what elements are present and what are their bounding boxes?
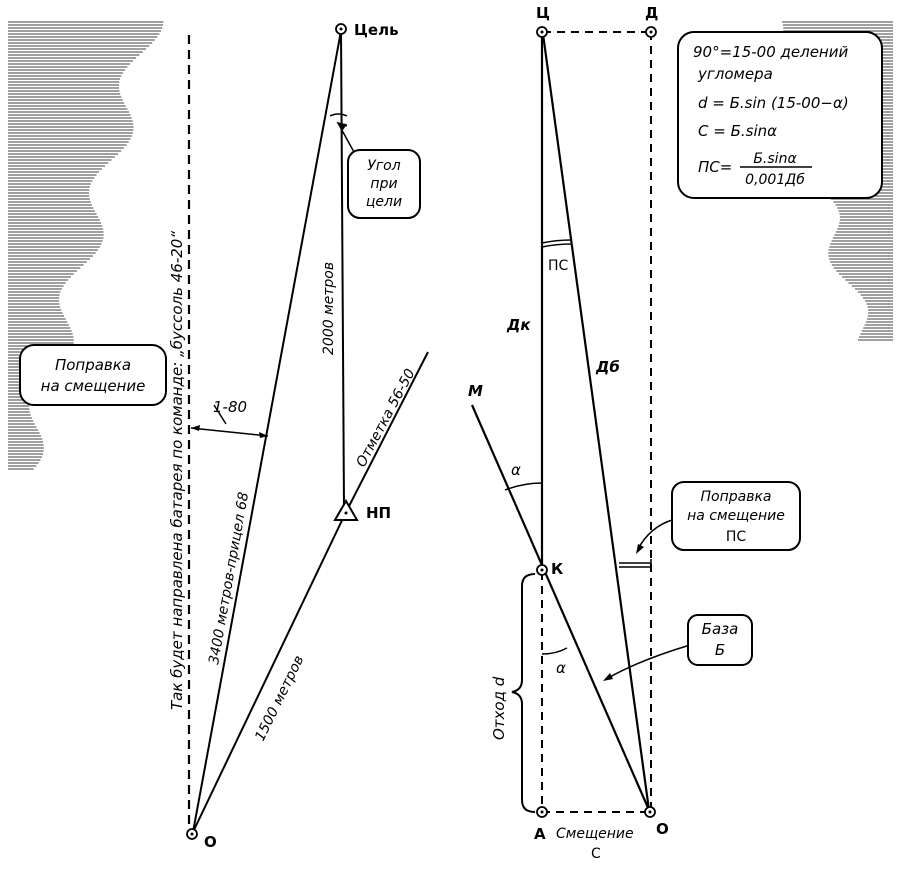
right-correction-box: Поправка на смещение ПС [671, 481, 801, 551]
formula-line2: угломера [697, 65, 773, 83]
point-o-marker [644, 806, 656, 818]
distance-2000-label: 2000 метров [321, 262, 337, 355]
distance-1500-label: 1500 метров [252, 653, 307, 744]
target-c-label: Ц [536, 4, 550, 22]
mark-label: Отметка 56-50 [353, 366, 418, 470]
right-correction-line1: Поправка [701, 489, 772, 505]
line-origin-op [192, 511, 347, 833]
correction-dimension [190, 427, 269, 437]
base-box-line1: База [702, 620, 739, 638]
formula-box: 90°=15-00 делений угломера d = Б.sin (15… [677, 31, 883, 199]
formula-line5-num: Б.sinα [753, 151, 797, 167]
origin-label: О [204, 833, 217, 851]
alpha-bottom-label: α [556, 659, 566, 677]
line-op-mark [345, 351, 429, 513]
point-a-marker [536, 806, 548, 818]
formula-line4: С = Б.sinα [698, 122, 777, 140]
angle-at-target-box: Угол при цели [347, 149, 421, 219]
correction-value: 1-80 [213, 398, 247, 416]
left-correction-box: Поправка на смещение [19, 344, 167, 406]
db-label: Дб [595, 358, 620, 376]
right-correction-line3: ПС [726, 529, 747, 545]
line-db [541, 33, 651, 811]
angle-box-line3: цели [366, 194, 402, 210]
point-k-marker [536, 564, 548, 576]
point-m-label: М [468, 382, 483, 400]
point-o-label: О [656, 820, 669, 838]
line-m-o [470, 404, 651, 811]
dk-label: Дк [506, 316, 531, 334]
op-label: НП [366, 504, 391, 522]
formula-line3: d = Б.sin (15-00−α) [698, 94, 849, 112]
left-correction-box-line2: на смещение [41, 377, 146, 395]
point-a-label: А [534, 825, 546, 843]
right-diagram: Ц Д К А О М Дк Дб ПС α α Отход d Смещени… [468, 4, 883, 862]
angle-at-target-arc [329, 113, 348, 117]
right-correction-line2: на смещение [687, 508, 785, 524]
angle-box-line2: при [370, 176, 397, 192]
target-marker [335, 23, 347, 35]
target-c-marker [536, 26, 548, 38]
left-hatched-area [8, 21, 164, 470]
shift-label: Смещение [556, 826, 634, 842]
point-k-label: К [551, 560, 564, 578]
point-d-marker [645, 26, 657, 38]
formula-line5-den: 0,001Дб [745, 172, 805, 188]
shift-c-label: С [591, 846, 601, 862]
angle-box-line1: Угол [367, 158, 400, 174]
origin-marker [186, 828, 198, 840]
offset-brace [511, 573, 536, 813]
offset-label: Отход d [490, 676, 508, 740]
left-diagram: Цель НП О Так будет направлена батарея п… [19, 21, 429, 851]
target-label: Цель [354, 21, 399, 39]
line-op-target [340, 30, 345, 509]
point-d-label: Д [645, 4, 658, 22]
left-correction-box-line1: Поправка [55, 356, 131, 374]
ps-angle-label: ПС [548, 258, 569, 274]
battery-direction-text: Так будет направлена батарея по команде:… [168, 231, 186, 710]
base-box: База Б [687, 614, 753, 666]
formula-line5-lhs: ПС= [698, 158, 732, 176]
formula-line1: 90°=15-00 делений [693, 43, 848, 61]
alpha-top-label: α [511, 461, 521, 479]
line-origin-target [192, 30, 342, 833]
base-box-line2: Б [715, 641, 725, 659]
op-triangle-icon [333, 499, 359, 521]
